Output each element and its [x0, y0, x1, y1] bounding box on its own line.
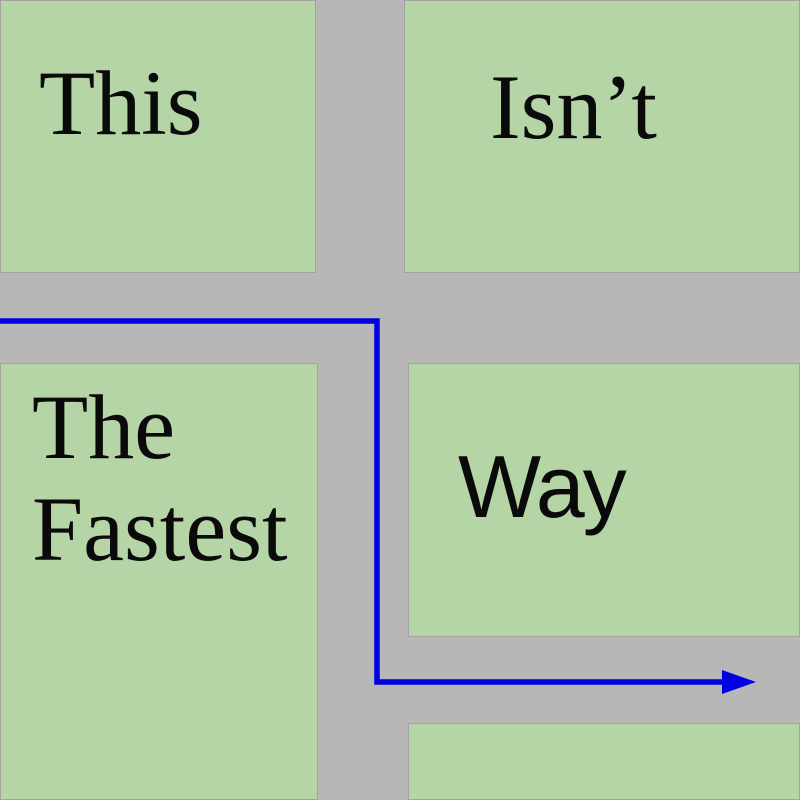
block-label-way: Way — [458, 437, 627, 536]
block-label-the-fastest: The Fastest — [32, 376, 288, 580]
block-label-isnt: Isn’t — [490, 56, 657, 158]
route-arrowhead-icon — [722, 670, 756, 694]
block-label-this: This — [39, 52, 203, 154]
city-block-this — [0, 0, 316, 273]
city-block-unlabeled — [408, 723, 800, 800]
city-block-isnt — [404, 0, 800, 273]
